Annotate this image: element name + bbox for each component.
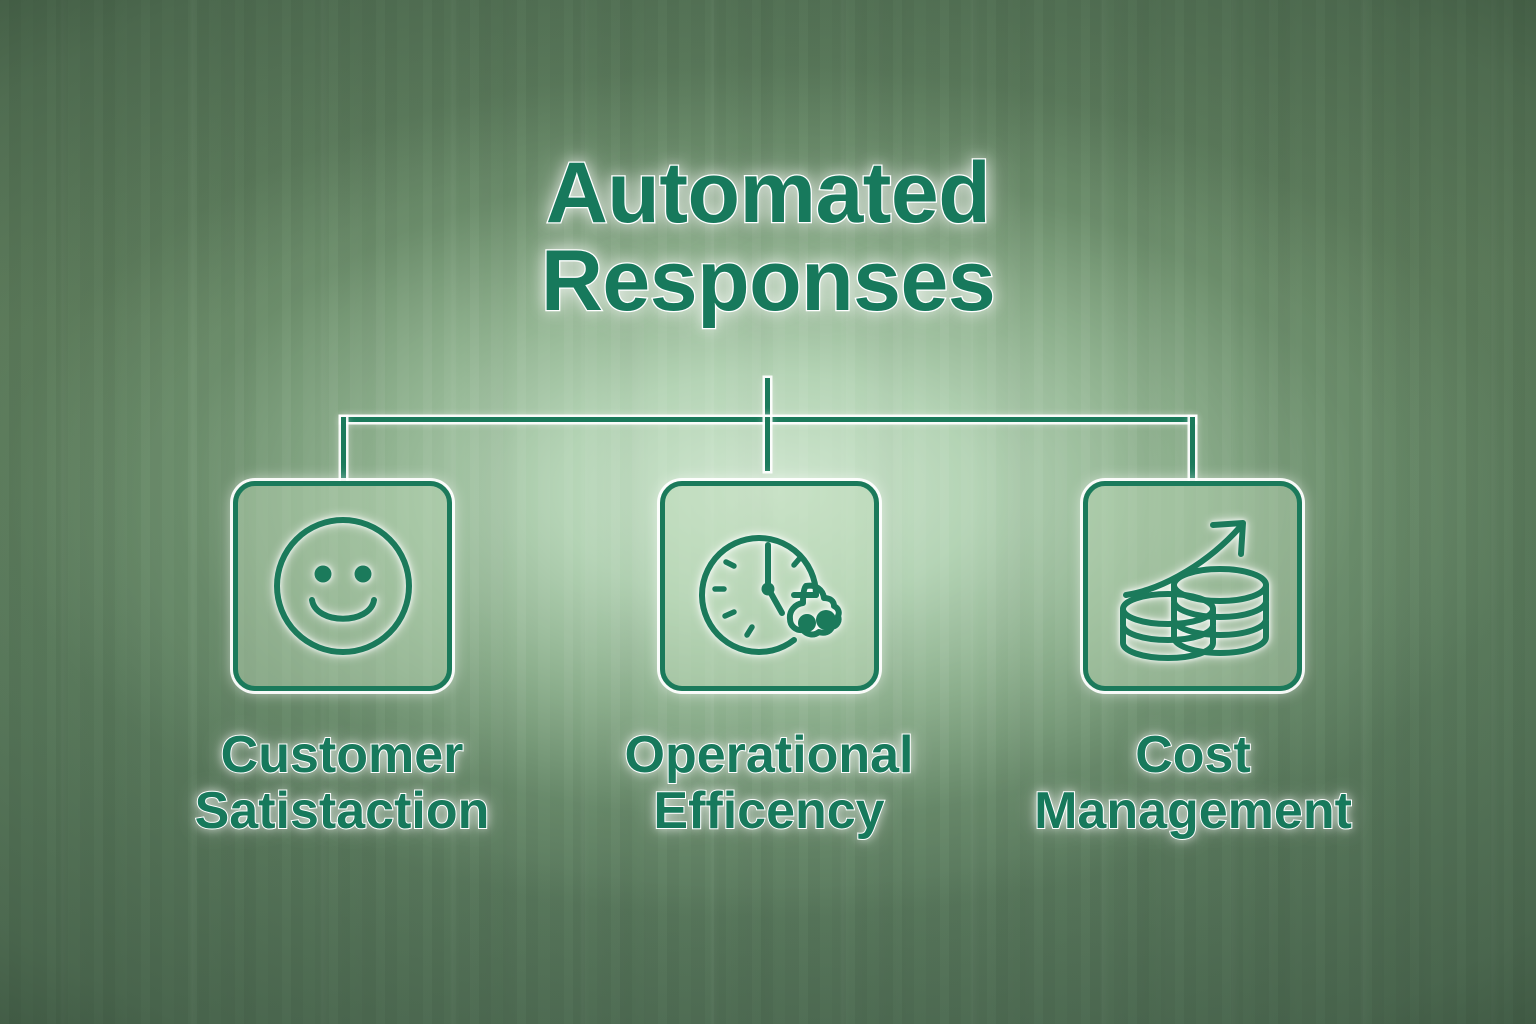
connector-branch-left <box>341 417 346 481</box>
clock-gear-icon <box>698 535 842 656</box>
node-label-operational-efficency: Operational Efficency <box>549 726 989 841</box>
node-label-customer-satistaction: Customer Satistaction <box>122 726 562 841</box>
node-label-cost-management: Cost Management <box>973 726 1413 841</box>
smiley-face-icon <box>273 517 412 655</box>
icon-box-operational-efficency[interactable] <box>660 481 879 691</box>
connector-branch-right <box>1190 417 1195 481</box>
diagram-title-line-1: Automated <box>544 145 992 241</box>
node-label-line-2: Management <box>1033 782 1353 841</box>
icon-box-customer-satistaction[interactable] <box>233 481 452 691</box>
node-label-line-1: Operational <box>624 726 915 784</box>
diagram-title: Automated Responses <box>0 145 1536 329</box>
node-label-line-1: Cost <box>1134 726 1252 784</box>
connector-branch-middle <box>765 417 770 471</box>
icon-box-cost-management[interactable] <box>1083 481 1302 691</box>
diagram-title-line-2: Responses <box>540 232 997 329</box>
node-label-line-2: Satistaction <box>194 782 491 841</box>
node-label-line-2: Efficency <box>652 782 885 841</box>
connector-trunk-vertical <box>765 378 770 420</box>
coins-growth-arrow-icon <box>1120 519 1269 661</box>
node-label-line-1: Customer <box>220 726 465 784</box>
